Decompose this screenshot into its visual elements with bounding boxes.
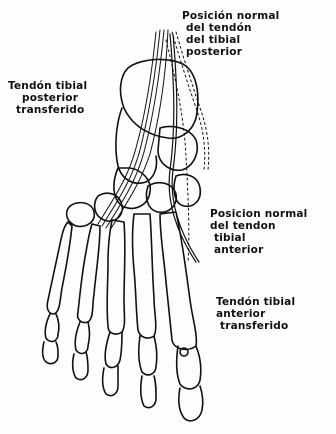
label-line: Posicion normal [208, 208, 307, 220]
phalanx-3-proximal [105, 332, 122, 367]
label-line: del tendon [208, 220, 307, 232]
label-line: Posición normal [182, 10, 279, 22]
navicular-bone [158, 127, 197, 171]
cuneiform-bone [67, 203, 95, 227]
label-line: anterior [208, 244, 307, 256]
metatarsal-1 [160, 212, 196, 349]
label-line: del tibial [182, 34, 279, 46]
phalanx-4-proximal [75, 322, 89, 353]
metatarsal-2 [133, 214, 156, 338]
phalanx-2-distal [141, 376, 156, 408]
label-tibialis-anterior-transferred: Tendón tibial anterior transferido [216, 296, 295, 332]
metatarsal-4 [78, 224, 100, 323]
label-tibialis-anterior-normal-position: Posicion normal del tendon tibial anteri… [208, 208, 307, 256]
label-line: transferido [216, 320, 295, 332]
label-tibialis-posterior-normal-position: Posición normal del tendón del tibial po… [182, 10, 279, 58]
tibialis-anterior-transferred-tendon [169, 34, 196, 262]
label-line: del tendón [182, 22, 279, 34]
phalanx-4-distal [73, 352, 88, 380]
label-line: transferido [8, 104, 87, 116]
phalanx-hallux-distal [179, 386, 203, 421]
phalanx-5-distal [43, 342, 58, 364]
label-line: Tendón tibial [8, 80, 87, 92]
label-line: posterior [182, 46, 279, 58]
label-line: anterior [216, 308, 295, 320]
label-tibialis-posterior-transferred: Tendón tibial posterior transferido [8, 80, 87, 116]
label-line: Tendón tibial [216, 296, 295, 308]
tibialis-anterior-normal-path [166, 40, 189, 262]
phalanx-2-proximal [139, 336, 157, 375]
metatarsal-5 [47, 222, 72, 314]
metatarsal-3 [107, 220, 125, 334]
phalanx-3-distal [103, 366, 118, 396]
phalanx-5-proximal [45, 314, 59, 341]
label-line: tibial [208, 232, 307, 244]
label-line: posterior [8, 92, 87, 104]
